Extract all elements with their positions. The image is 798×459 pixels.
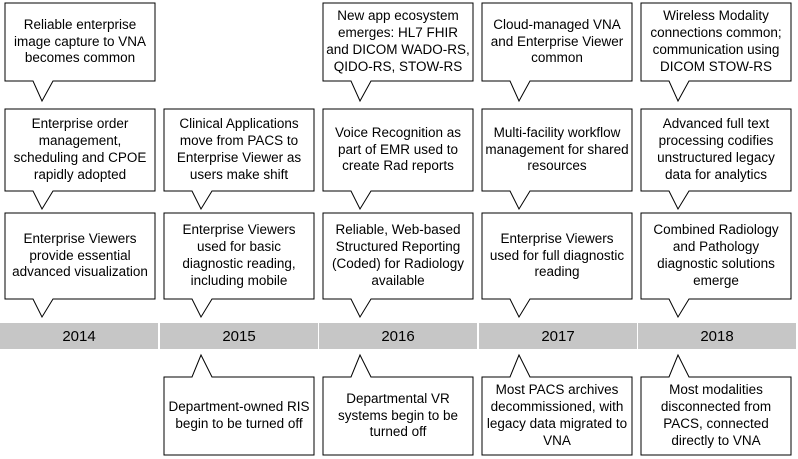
year-bar-2015	[160, 323, 318, 349]
callout-text-row2-2017: Multi-facility workflow management for s…	[485, 124, 629, 174]
callout-text-row3-2015: Enterprise Viewers used for basic diagno…	[182, 222, 296, 288]
callout-text-row3-2017: Enterprise Viewers used for full diagnos…	[489, 230, 625, 280]
callout-text-row2-2018: Advanced full text processing codifies u…	[657, 116, 775, 182]
year-bar-2016	[319, 323, 477, 349]
year-bar-2014	[0, 323, 158, 349]
callout-shape-below-2016	[322, 353, 474, 456]
callout-shape-row3-2017	[481, 212, 633, 319]
callout-shape-row2-2018	[640, 108, 792, 211]
callout-shape-row2-2017	[481, 108, 633, 211]
callout-text-row1-2016: New app ecosystem emerges: HL7 FHIR and …	[326, 8, 470, 74]
callout-shape-row2-2014	[4, 108, 156, 211]
callout-shape-row3-2015	[163, 212, 315, 319]
callout-text-below-2017: Most PACS archives decommissioned, with …	[486, 382, 628, 448]
callout-shape-row1-2018	[640, 2, 792, 103]
callout-shape-row1-2017	[481, 2, 633, 103]
callout-text-row1-2018: Wireless Modality connections common; co…	[650, 8, 782, 74]
year-label-2014: 2014	[62, 327, 96, 345]
callout-shape-row1-2016	[322, 2, 474, 103]
callout-text-row1-2017: Cloud-managed VNA and Enterprise Viewer …	[490, 16, 624, 66]
callout-shape-row3-2014	[4, 212, 156, 319]
callout-text-row1-2014: Reliable enterprise image capture to VNA…	[13, 16, 147, 66]
year-label-2016: 2016	[381, 327, 415, 345]
callout-text-row3-2016: Reliable, Web-based Structured Reporting…	[331, 222, 465, 288]
callout-text-below-2018: Most modalities disconnected from PACS, …	[660, 382, 772, 448]
callout-shape-row3-2018	[640, 212, 792, 319]
callout-shape-row2-2015	[163, 108, 315, 211]
year-label-2015: 2015	[222, 327, 256, 345]
year-label-2018: 2018	[700, 327, 734, 345]
callout-text-row2-2014: Enterprise order management, scheduling …	[13, 116, 147, 182]
callout-shape-row1-2014	[4, 2, 156, 103]
callout-shape-below-2015	[163, 353, 315, 456]
callout-shape-row3-2016	[322, 212, 474, 319]
callout-text-below-2016: Departmental VR systems begin to be turn…	[337, 390, 459, 440]
callout-text-below-2015: Department-owned RIS begin to be turned …	[168, 399, 310, 431]
callout-text-row2-2016: Voice Recognition as part of EMR used to…	[334, 124, 462, 174]
callout-text-row3-2018: Combined Radiology and Pathology diagnos…	[653, 222, 779, 288]
year-label-2017: 2017	[541, 327, 575, 345]
callout-text-row2-2015: Clinical Applications move from PACS to …	[176, 116, 302, 182]
callout-text-row3-2014: Enterprise Viewers provide essential adv…	[12, 230, 148, 280]
callout-shape-below-2017	[481, 353, 633, 456]
callout-shape-row2-2016	[322, 108, 474, 211]
callout-shape-below-2018	[640, 353, 792, 456]
year-bar-2018	[638, 323, 796, 349]
year-bar-2017	[479, 323, 637, 349]
